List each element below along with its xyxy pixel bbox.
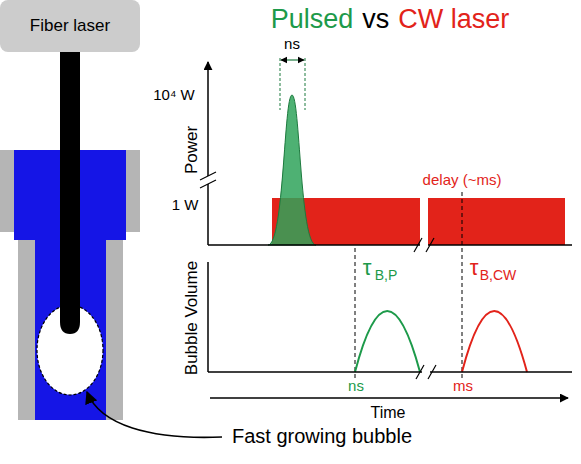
axis-title: Power — [183, 126, 202, 174]
time-mark: ns — [348, 378, 364, 395]
cw-delay-line — [462, 192, 463, 380]
delay-note: delay (~ms) — [423, 172, 502, 189]
onset-subscript: B,P — [375, 268, 398, 283]
power-axis — [207, 62, 209, 245]
onset-subscript: B,CW — [480, 268, 517, 283]
fiber — [60, 50, 80, 334]
volume-axis — [207, 262, 209, 372]
laser-box: Fiber laser — [0, 0, 140, 52]
time-arrow — [210, 397, 568, 399]
box-label: Fiber laser — [30, 16, 110, 36]
axis-title: Time — [371, 404, 406, 422]
title-word: vs — [362, 5, 389, 35]
time-axis-top — [208, 244, 572, 246]
leader-arrow — [87, 392, 222, 437]
onset-symbol: τ — [470, 256, 479, 280]
title-row: Pulsed vs CW laser — [271, 5, 510, 35]
title-word: Pulsed — [271, 5, 354, 35]
time-mark: ms — [453, 378, 473, 395]
pulse-delay-line — [355, 248, 356, 380]
pulse-power — [268, 95, 316, 245]
axis-title: Bubble Volume — [183, 261, 202, 375]
cw-bubble — [462, 311, 527, 372]
cw-power — [272, 198, 565, 245]
power-value: 1 W — [172, 197, 199, 214]
pulse-bubble — [355, 311, 420, 372]
title-word: CW laser — [398, 5, 509, 35]
power-value: 10⁴ W — [153, 87, 194, 104]
pulse-width: ns — [284, 36, 300, 53]
callout-label: Fast growing bubble — [232, 425, 412, 447]
onset-symbol: τ — [363, 256, 372, 280]
